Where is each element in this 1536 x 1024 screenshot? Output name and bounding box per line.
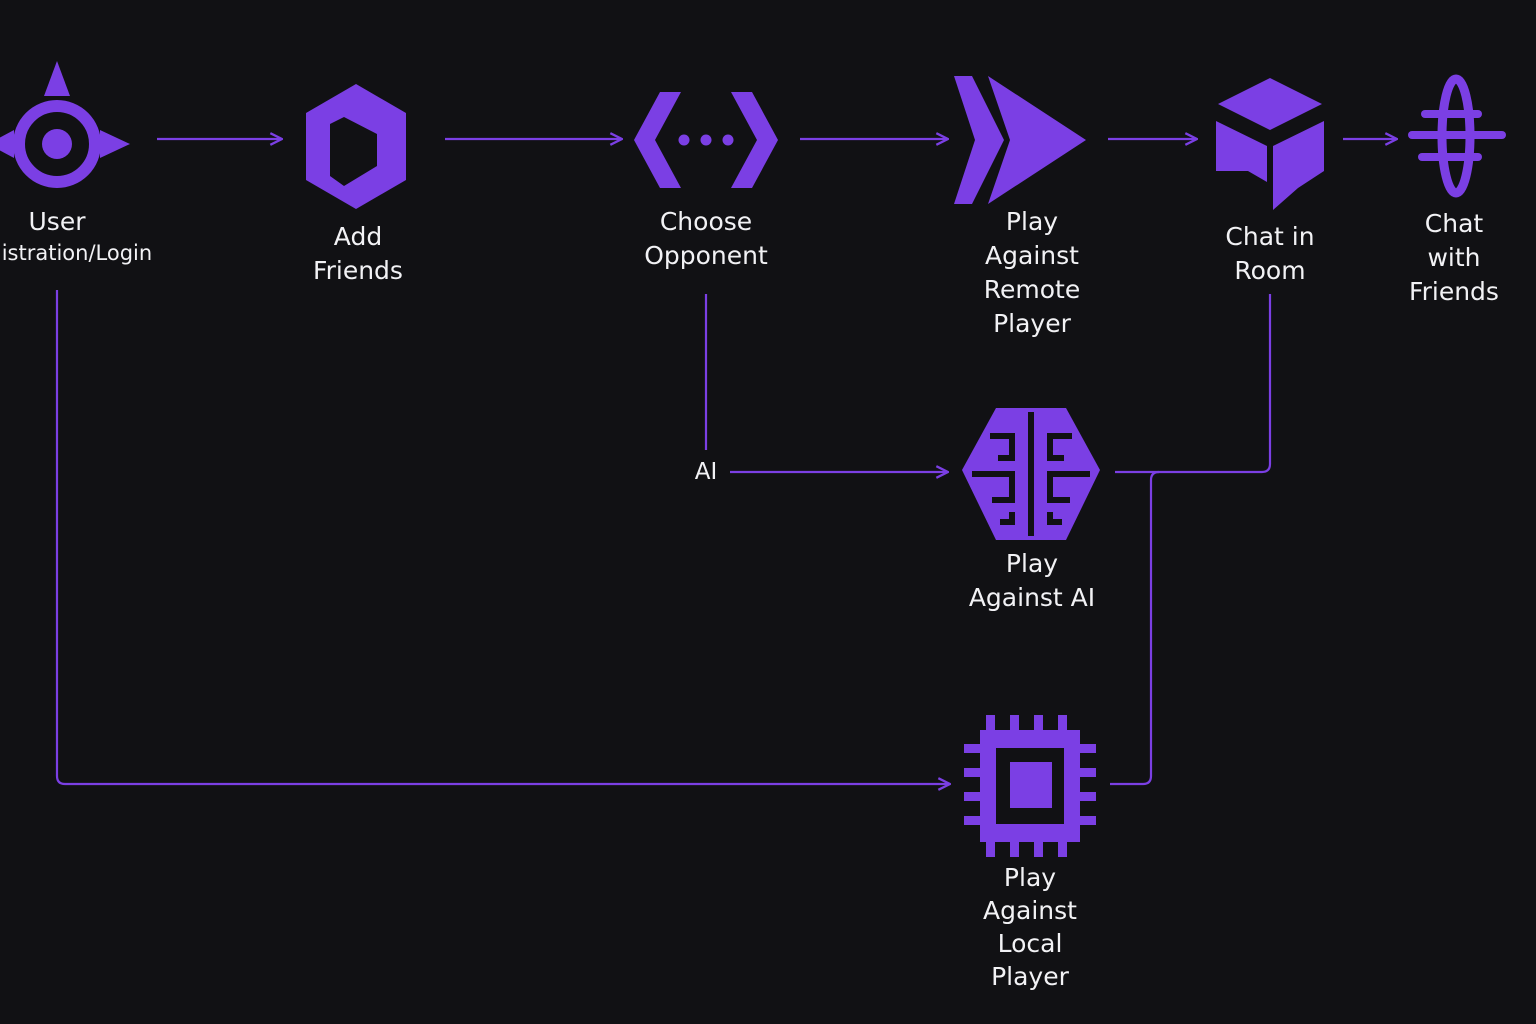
brain-icon: [962, 408, 1100, 540]
node-label-play-local: Play Against Local Player: [983, 863, 1077, 991]
node-label-play-remote: Play Against Remote Player: [983, 207, 1081, 338]
node-label-play-ai: Play Against AI: [968, 549, 1096, 612]
node-label-add-friends: Add Friends: [313, 222, 403, 285]
edge-label-ai: AI: [694, 459, 718, 485]
code-brackets-icon: [634, 92, 778, 188]
node-label-choose-opponent: Choose Opponent: [644, 207, 768, 270]
connectors: [55, 139, 1397, 786]
compass-target-icon: [0, 61, 130, 188]
node-label-chat-friends: Chat with Friends: [1409, 209, 1499, 306]
box-bubble-icon: [1216, 78, 1324, 210]
node-label-user: User Registration/Login: [0, 207, 153, 265]
ring-lines-icon: [1408, 74, 1506, 198]
hexagon-d-icon: [306, 84, 406, 209]
node-label-chat-room: Chat in Room: [1225, 222, 1315, 285]
edge-play-local-to-chat-room: [1110, 470, 1160, 786]
edge-play-ai-to-chat-room: [1115, 294, 1272, 474]
chip-pins: [964, 715, 1096, 857]
fast-forward-icon: [954, 76, 1086, 204]
chip-icon: [964, 715, 1096, 857]
edge-user-to-play-local: [55, 290, 950, 784]
